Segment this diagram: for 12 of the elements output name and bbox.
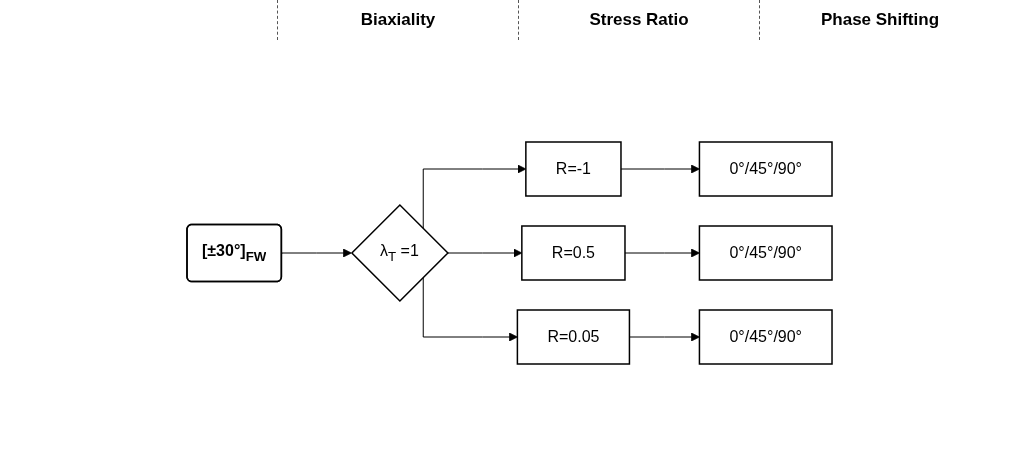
column-heading: Biaxiality	[277, 0, 518, 40]
arrow	[281, 248, 353, 257]
node-box: R=0.5	[521, 224, 627, 281]
node-diamond: λ$_{T}$ =1	[351, 203, 450, 302]
node-box: R=0.05	[517, 308, 631, 365]
column-heading: Phase Shifting	[759, 0, 1000, 40]
arrow	[447, 248, 523, 257]
column-heading: Stress Ratio	[518, 0, 759, 40]
node-box: 0°/45°/90°	[699, 224, 834, 281]
node-box: 0°/45°/90°	[699, 140, 834, 197]
node-box: 0°/45°/90°	[699, 308, 834, 365]
node-box: R=-1	[525, 140, 623, 197]
